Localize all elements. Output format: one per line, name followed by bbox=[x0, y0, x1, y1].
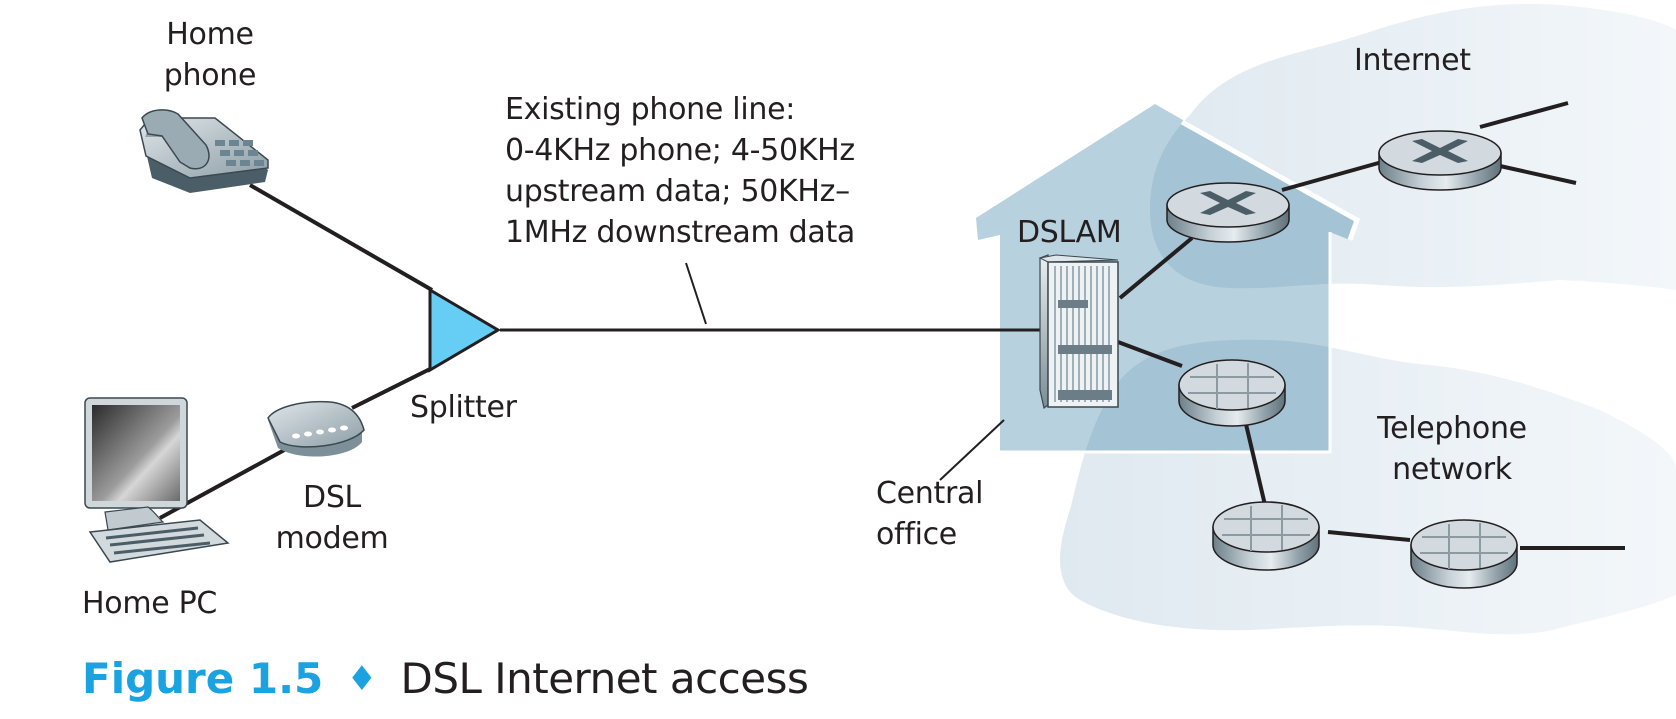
links bbox=[159, 101, 1625, 550]
home-phone-label: Home phone bbox=[163, 17, 257, 93]
switch-icon-3 bbox=[1410, 519, 1518, 589]
link-router1-router2 bbox=[1281, 160, 1383, 192]
modem-icon bbox=[267, 400, 365, 457]
central-office-leader bbox=[939, 419, 1005, 481]
diamond-separator-icon: ♦ bbox=[346, 659, 378, 699]
splitter-label: Splitter bbox=[410, 390, 517, 425]
telephone-network-label: Telephone network bbox=[1377, 411, 1527, 487]
dsl-modem-label: DSL modem bbox=[275, 480, 389, 556]
link-dslam-switch1 bbox=[1117, 340, 1183, 368]
link-dslam-router1 bbox=[1118, 236, 1194, 300]
dslam-label: DSLAM bbox=[1017, 215, 1122, 250]
figure-title: DSL Internet access bbox=[400, 654, 809, 703]
internet-label: Internet bbox=[1354, 43, 1471, 78]
link-phone-splitter bbox=[249, 183, 433, 292]
switch-icon-1 bbox=[1178, 359, 1286, 427]
phone-line-leader bbox=[685, 262, 707, 325]
home-pc-label: Home PC bbox=[82, 586, 218, 621]
phone-line-label: Existing phone line: 0-4KHz phone; 4-50K… bbox=[505, 92, 856, 250]
telephone-icon bbox=[139, 109, 269, 193]
figure-number: Figure 1.5 bbox=[82, 654, 324, 703]
link-router2-out-1 bbox=[1479, 101, 1569, 129]
dslam-rack-icon bbox=[1038, 254, 1119, 410]
link-router2-out-2 bbox=[1499, 164, 1577, 185]
desktop-computer-icon bbox=[84, 397, 230, 563]
router-icon-2 bbox=[1378, 130, 1502, 191]
figure-caption: Figure 1.5 ♦ DSL Internet access bbox=[82, 654, 809, 707]
router-icon-1 bbox=[1166, 182, 1290, 243]
link-switch1-switch2 bbox=[1243, 419, 1267, 506]
central-office-label: Central office bbox=[876, 476, 984, 552]
link-modem-splitter bbox=[351, 366, 433, 410]
switch-icon-2 bbox=[1212, 501, 1320, 571]
splitter-triangle bbox=[428, 287, 501, 373]
link-switch2-switch3 bbox=[1327, 530, 1411, 542]
